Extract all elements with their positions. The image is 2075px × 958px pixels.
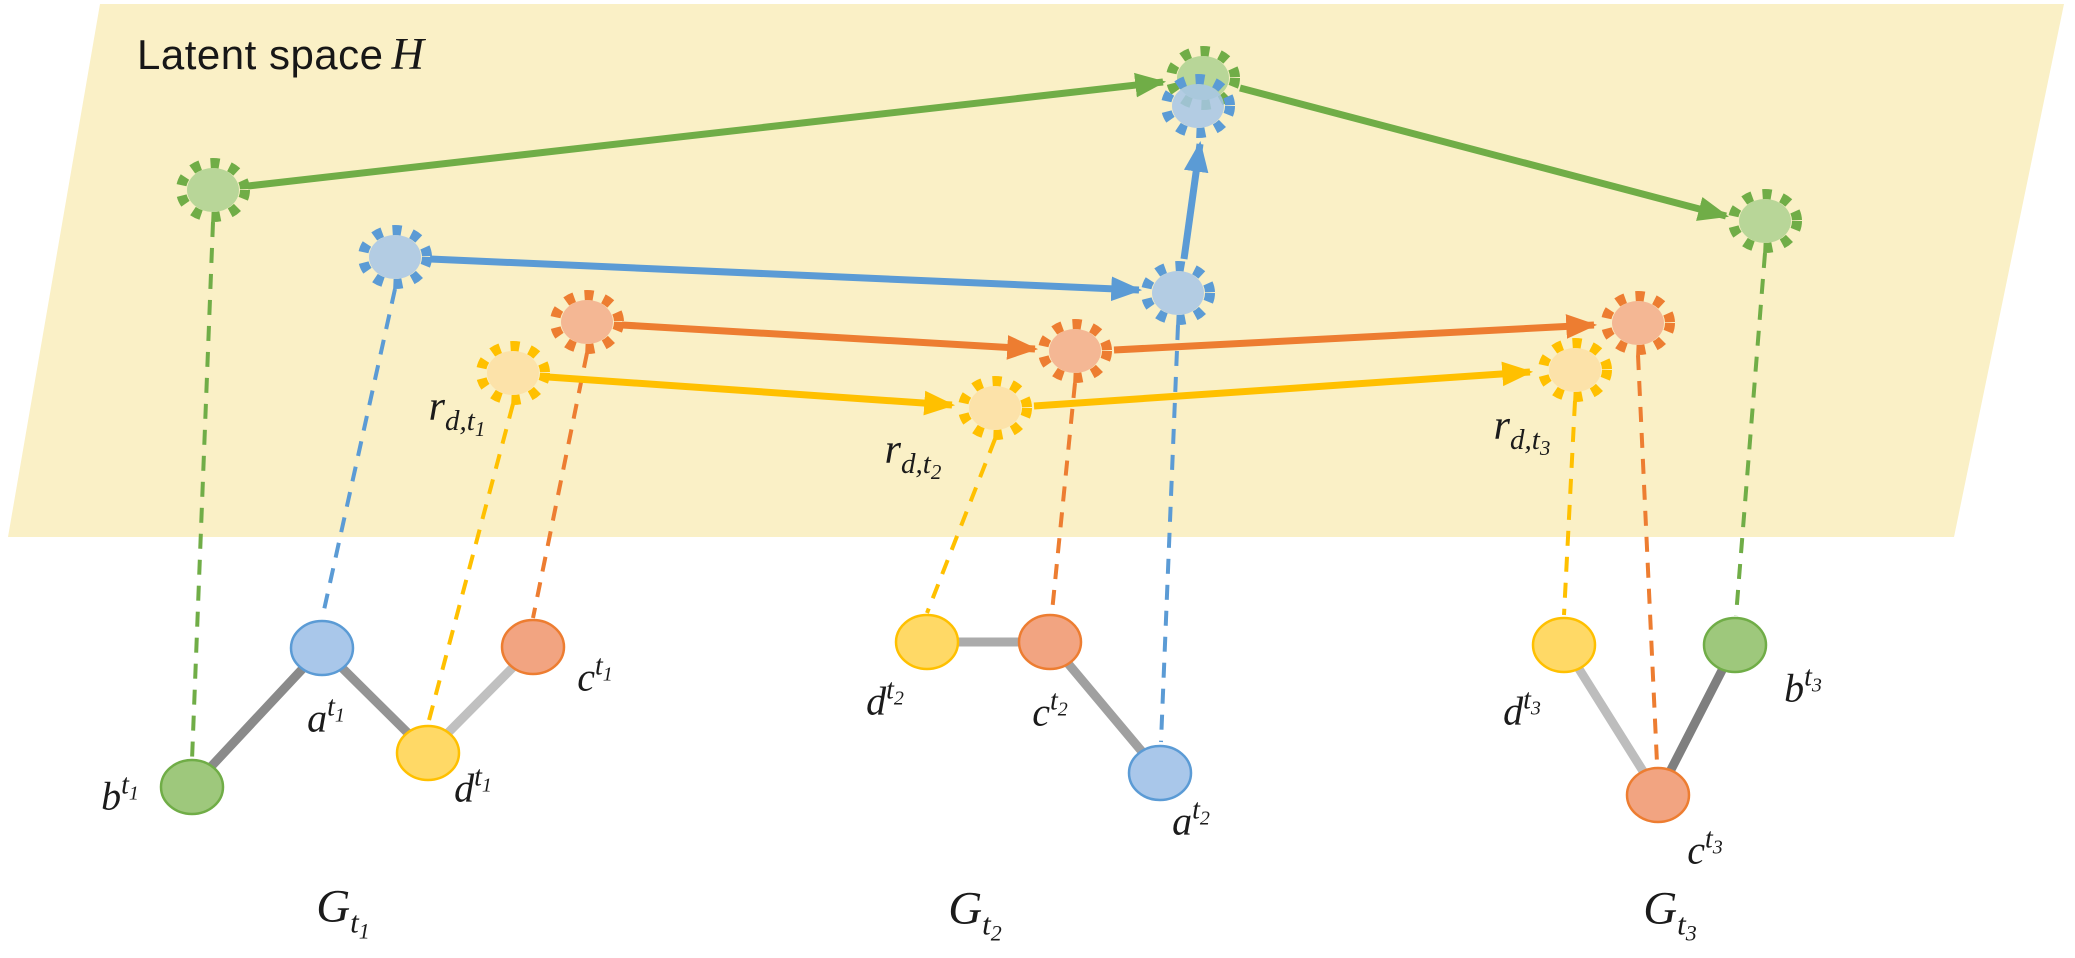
graph-title-t3: Gt3 <box>1643 882 1697 946</box>
latent-node-d-t2 <box>958 376 1032 440</box>
graph-node-c-t2 <box>1017 613 1083 671</box>
latent-space-symbol: H <box>391 29 425 79</box>
label-d-t2: dt2 <box>866 674 904 724</box>
trajectory-arrow-b-t1-t2 <box>247 72 1167 190</box>
trajectory-arrow-c-t2-t3 <box>1113 314 1598 354</box>
anchor-label-r-d-t3: rd,t3 <box>1493 403 1551 460</box>
edge-d-c-t3 <box>1559 640 1663 800</box>
latent-space-title-text: Latent space <box>137 31 384 78</box>
trajectory-arrow-a-t2-t3 <box>1180 140 1209 260</box>
label-a-t2: at2 <box>1172 794 1210 844</box>
label-c-t3: ct3 <box>1687 823 1723 873</box>
graph-node-c-t1 <box>500 618 566 676</box>
latent-node-a-t2 <box>1141 261 1215 325</box>
graph-node-a-t1 <box>289 619 355 677</box>
projection-line-b-t3 <box>1734 252 1767 617</box>
latent-node-c-t2 <box>1038 319 1112 383</box>
latent-node-d-t1 <box>476 341 550 405</box>
anchor-label-r-d-t2: rd,t2 <box>884 427 942 484</box>
projection-line-d-t1 <box>426 403 515 725</box>
graph-node-d-t2 <box>894 613 960 671</box>
latent-space-plane <box>8 4 2064 537</box>
projection-line-d-t2 <box>925 438 997 614</box>
latent-node-a-t3 <box>1161 74 1235 138</box>
latent-node-b-t3 <box>1728 189 1802 253</box>
latent-node-d-t3 <box>1538 338 1612 402</box>
latent-embedding-nodes <box>176 46 1802 440</box>
label-d-t3: dt3 <box>1503 684 1541 734</box>
projection-line-c-t3 <box>1636 354 1659 764</box>
projection-line-d-t3 <box>1562 400 1577 616</box>
graph-node-d-t3 <box>1531 616 1597 674</box>
graph-node-c-t3 <box>1625 766 1691 824</box>
label-b-t1: bt1 <box>101 769 139 819</box>
projection-line-c-t2 <box>1050 382 1077 613</box>
label-b-t3: bt3 <box>1784 661 1822 711</box>
latent-node-b-t1 <box>176 158 250 222</box>
latent-node-c-t1 <box>550 290 624 354</box>
graph-node-b-t3 <box>1702 616 1768 674</box>
graph-nodes <box>159 613 1768 824</box>
trajectory-arrows <box>247 72 1729 416</box>
graph-node-a-t2 <box>1127 744 1193 802</box>
projection-lines <box>190 221 1767 764</box>
projection-line-c-t1 <box>531 352 589 619</box>
trajectory-arrow-d-t2-t3 <box>1033 361 1534 410</box>
anchor-label-r-d-t1: rd,t1 <box>428 384 486 441</box>
graph-node-d-t1 <box>395 724 461 782</box>
projection-line-a-t1 <box>320 288 397 620</box>
trajectory-arrow-c-t1-t2 <box>621 321 1039 360</box>
projection-line-a-t2 <box>1159 324 1180 743</box>
label-a-t1: at1 <box>307 691 345 741</box>
label-d-t1: dt1 <box>454 761 492 811</box>
graph-title-t2: Gt2 <box>948 882 1002 946</box>
graph-title-t1: Gt1 <box>316 880 370 944</box>
label-c-t2: ct2 <box>1032 685 1068 735</box>
edge-b-a-t1 <box>187 643 327 792</box>
latent-node-a-t1 <box>358 225 432 289</box>
label-c-t1: ct1 <box>577 650 613 700</box>
trajectory-arrow-b-t2-t3 <box>1239 84 1729 221</box>
latent-node-c-t3 <box>1601 291 1675 355</box>
trajectory-arrow-d-t1-t2 <box>547 373 956 416</box>
projection-line-b-t1 <box>190 221 215 761</box>
trajectory-arrow-a-t1-t2 <box>429 255 1143 302</box>
graph-node-b-t1 <box>159 758 225 816</box>
